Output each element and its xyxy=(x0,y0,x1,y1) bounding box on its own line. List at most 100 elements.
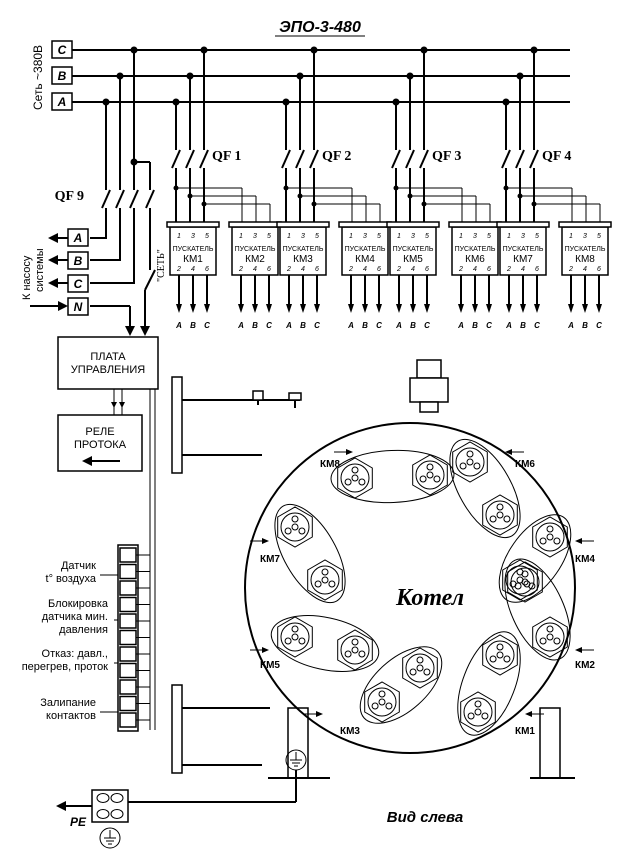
svg-text:C: C xyxy=(266,321,272,330)
svg-text:ПЛАТА: ПЛАТА xyxy=(90,351,126,363)
svg-text:1: 1 xyxy=(507,233,511,240)
svg-text:4: 4 xyxy=(191,266,195,273)
svg-text:1: 1 xyxy=(569,233,573,240)
svg-text:C: C xyxy=(58,43,67,57)
pe-ground-icon xyxy=(99,827,121,849)
svg-text:ПУСКАТЕЛЬ: ПУСКАТЕЛЬ xyxy=(283,246,324,253)
arrow-set xyxy=(140,326,150,336)
svg-text:датчика мин.: датчика мин. xyxy=(42,611,108,623)
svg-text:КМ3: КМ3 xyxy=(293,254,313,265)
svg-text:2: 2 xyxy=(458,266,463,273)
svg-text:5: 5 xyxy=(205,233,209,240)
svg-text:КМ5: КМ5 xyxy=(403,254,423,265)
svg-text:КМ4: КМ4 xyxy=(355,254,375,265)
svg-text:ПУСКАТЕЛЬ: ПУСКАТЕЛЬ xyxy=(235,246,276,253)
svg-text:ПУСКАТЕЛЬ: ПУСКАТЕЛЬ xyxy=(565,246,606,253)
svg-text:1: 1 xyxy=(349,233,353,240)
phase-c-terminal: C xyxy=(51,40,73,59)
heater-км7: КМ7 xyxy=(250,503,346,604)
svg-text:УПРАВЛЕНИЯ: УПРАВЛЕНИЯ xyxy=(71,364,145,376)
svg-text:ПУСКАТЕЛЬ: ПУСКАТЕЛЬ xyxy=(393,246,434,253)
svg-text:3: 3 xyxy=(191,233,195,240)
svg-text:A: A xyxy=(457,321,464,330)
svg-text:N: N xyxy=(74,300,83,314)
svg-text:B: B xyxy=(252,321,258,330)
svg-text:B: B xyxy=(300,321,306,330)
svg-text:C: C xyxy=(424,321,430,330)
boiler-body xyxy=(171,359,576,779)
svg-text:4: 4 xyxy=(473,266,477,273)
heater-км6: КМ6 xyxy=(449,438,535,539)
svg-text:1: 1 xyxy=(459,233,463,240)
qf9-label: QF 9 xyxy=(55,189,84,204)
diagram-title: ЭПО-3-480 xyxy=(279,19,361,36)
svg-text:5: 5 xyxy=(535,233,539,240)
svg-text:A: A xyxy=(57,95,67,109)
board-relay-link xyxy=(111,389,125,415)
heater-label: КМ8 xyxy=(320,459,340,470)
boiler-label: Котел xyxy=(395,585,464,611)
svg-text:C: C xyxy=(204,321,210,330)
pump-terminal-a: A xyxy=(48,228,89,247)
svg-text:КМ7: КМ7 xyxy=(513,254,533,265)
heater-км2: КМ2 xyxy=(504,558,595,671)
svg-text:КМ1: КМ1 xyxy=(183,254,203,265)
heater-label: КМ2 xyxy=(575,660,595,671)
heater-км8: КМ8 xyxy=(320,449,455,504)
breaker-label: QF 3 xyxy=(432,149,461,164)
svg-text:3: 3 xyxy=(253,233,257,240)
svg-text:3: 3 xyxy=(363,233,367,240)
svg-text:КМ6: КМ6 xyxy=(465,254,485,265)
svg-text:ПУСКАТЕЛЬ: ПУСКАТЕЛЬ xyxy=(345,246,386,253)
control-board: ПЛАТА УПРАВЛЕНИЯ xyxy=(57,336,159,390)
sensor-trunk xyxy=(149,389,156,730)
phase-a-terminal: A xyxy=(51,92,73,111)
svg-text:6: 6 xyxy=(315,266,319,273)
svg-text:4: 4 xyxy=(301,266,305,273)
svg-text:контактов: контактов xyxy=(46,710,96,722)
svg-text:ПРОТОКА: ПРОТОКА xyxy=(74,439,127,451)
svg-text:6: 6 xyxy=(487,266,491,273)
svg-text:1: 1 xyxy=(177,233,181,240)
heater-км5: КМ5 xyxy=(250,615,380,672)
svg-text:2: 2 xyxy=(506,266,511,273)
breaker-label: QF 2 xyxy=(322,149,351,164)
svg-text:4: 4 xyxy=(583,266,587,273)
svg-text:3: 3 xyxy=(301,233,305,240)
svg-text:Датчик: Датчик xyxy=(61,560,96,572)
svg-text:4: 4 xyxy=(411,266,415,273)
boiler-ground-icon xyxy=(285,749,307,771)
svg-text:C: C xyxy=(376,321,382,330)
svg-text:C: C xyxy=(74,277,83,291)
heater-label: КМ3 xyxy=(340,726,360,737)
svg-text:A: A xyxy=(505,321,512,330)
breaker-label: QF 1 xyxy=(212,149,241,164)
svg-text:ПУСКАТЕЛЬ: ПУСКАТЕЛЬ xyxy=(455,246,496,253)
svg-text:1: 1 xyxy=(287,233,291,240)
heater-label: КМ5 xyxy=(260,660,280,671)
svg-text:ПУСКАТЕЛЬ: ПУСКАТЕЛЬ xyxy=(173,246,214,253)
svg-text:6: 6 xyxy=(597,266,601,273)
pe-terminal xyxy=(56,789,129,823)
svg-text:B: B xyxy=(410,321,416,330)
svg-text:Залипание: Залипание xyxy=(40,697,96,709)
heater-км1: КМ1 xyxy=(457,631,544,737)
breaker-label: QF 4 xyxy=(542,149,571,164)
svg-text:4: 4 xyxy=(363,266,367,273)
svg-text:3: 3 xyxy=(473,233,477,240)
svg-text:B: B xyxy=(362,321,368,330)
pump-label-1: К насосу xyxy=(21,255,33,300)
heater-км3: КМ3 xyxy=(304,646,443,737)
svg-text:5: 5 xyxy=(597,233,601,240)
svg-text:5: 5 xyxy=(377,233,381,240)
svg-text:5: 5 xyxy=(487,233,491,240)
svg-text:6: 6 xyxy=(205,266,209,273)
